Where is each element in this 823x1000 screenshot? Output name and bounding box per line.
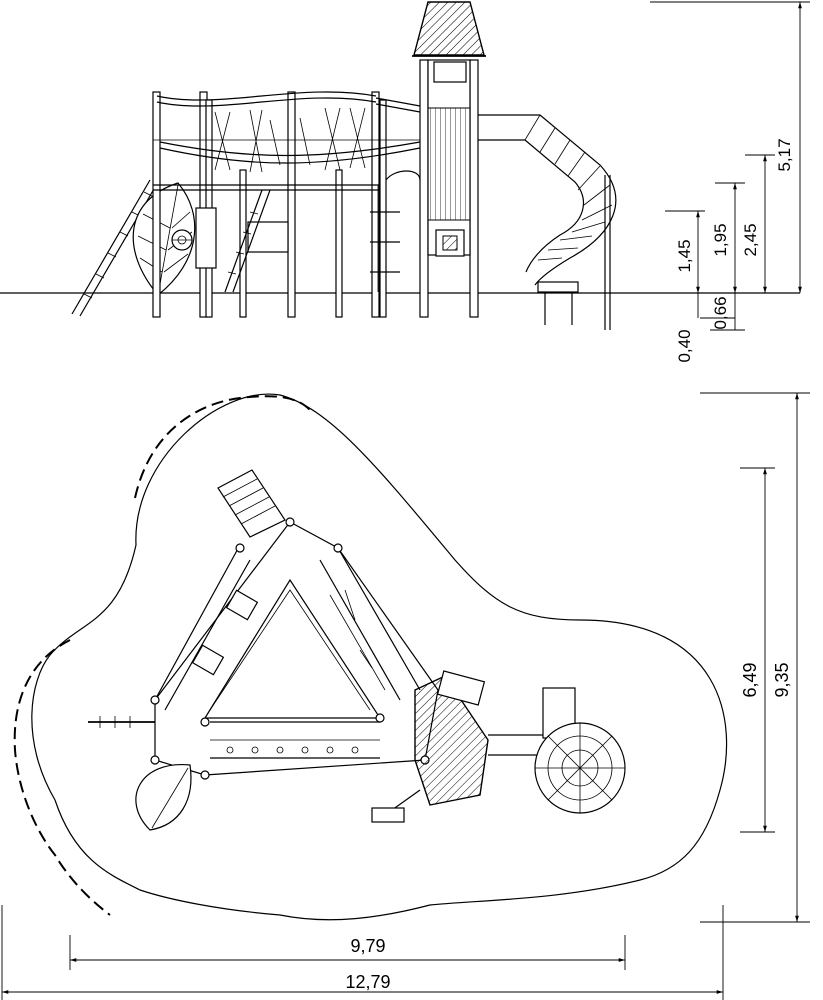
dim-width-inner: 9,79 <box>350 936 385 956</box>
dim-height-195: 1,95 <box>711 223 730 256</box>
elevation-dimension-lines <box>650 1 810 331</box>
vertical-ladder <box>370 170 421 292</box>
dim-height-040: 0,40 <box>675 329 694 362</box>
dim-height-145: 1,45 <box>675 239 694 272</box>
tube-slide <box>478 114 617 330</box>
dashed-zone-outline-top <box>134 395 311 499</box>
plan-dimension-lines <box>1 392 810 1000</box>
dim-height-066: 0,66 <box>711 296 730 329</box>
plan-leaf-panel <box>135 764 192 831</box>
elevation-view: 5,17 2,45 1,95 1,45 0,66 0,40 <box>0 1 810 363</box>
safety-zone-outline <box>31 393 728 921</box>
plan-tube-slide <box>488 687 626 814</box>
dashed-zone-outline-left <box>13 639 111 916</box>
dim-width-outer: 12,79 <box>345 972 390 992</box>
hanging-panels <box>195 189 289 293</box>
plan-tower-roof <box>414 670 489 806</box>
plan-seat <box>371 789 421 823</box>
steering-wheel <box>171 229 193 251</box>
plan-view: 9,79 12,79 6,49 9,35 <box>1 392 810 1000</box>
dim-depth-outer: 9,35 <box>772 662 792 697</box>
plan-ladder <box>217 469 286 538</box>
dim-height-245: 2,45 <box>741 223 760 256</box>
net-bridge <box>159 107 421 173</box>
triangle-frame <box>150 517 439 780</box>
top-rails <box>153 91 421 191</box>
plan-climbing-bar <box>88 716 155 728</box>
dim-depth-inner: 6,49 <box>740 662 760 697</box>
tower <box>412 1 486 257</box>
dim-height-total: 5,17 <box>775 138 794 171</box>
